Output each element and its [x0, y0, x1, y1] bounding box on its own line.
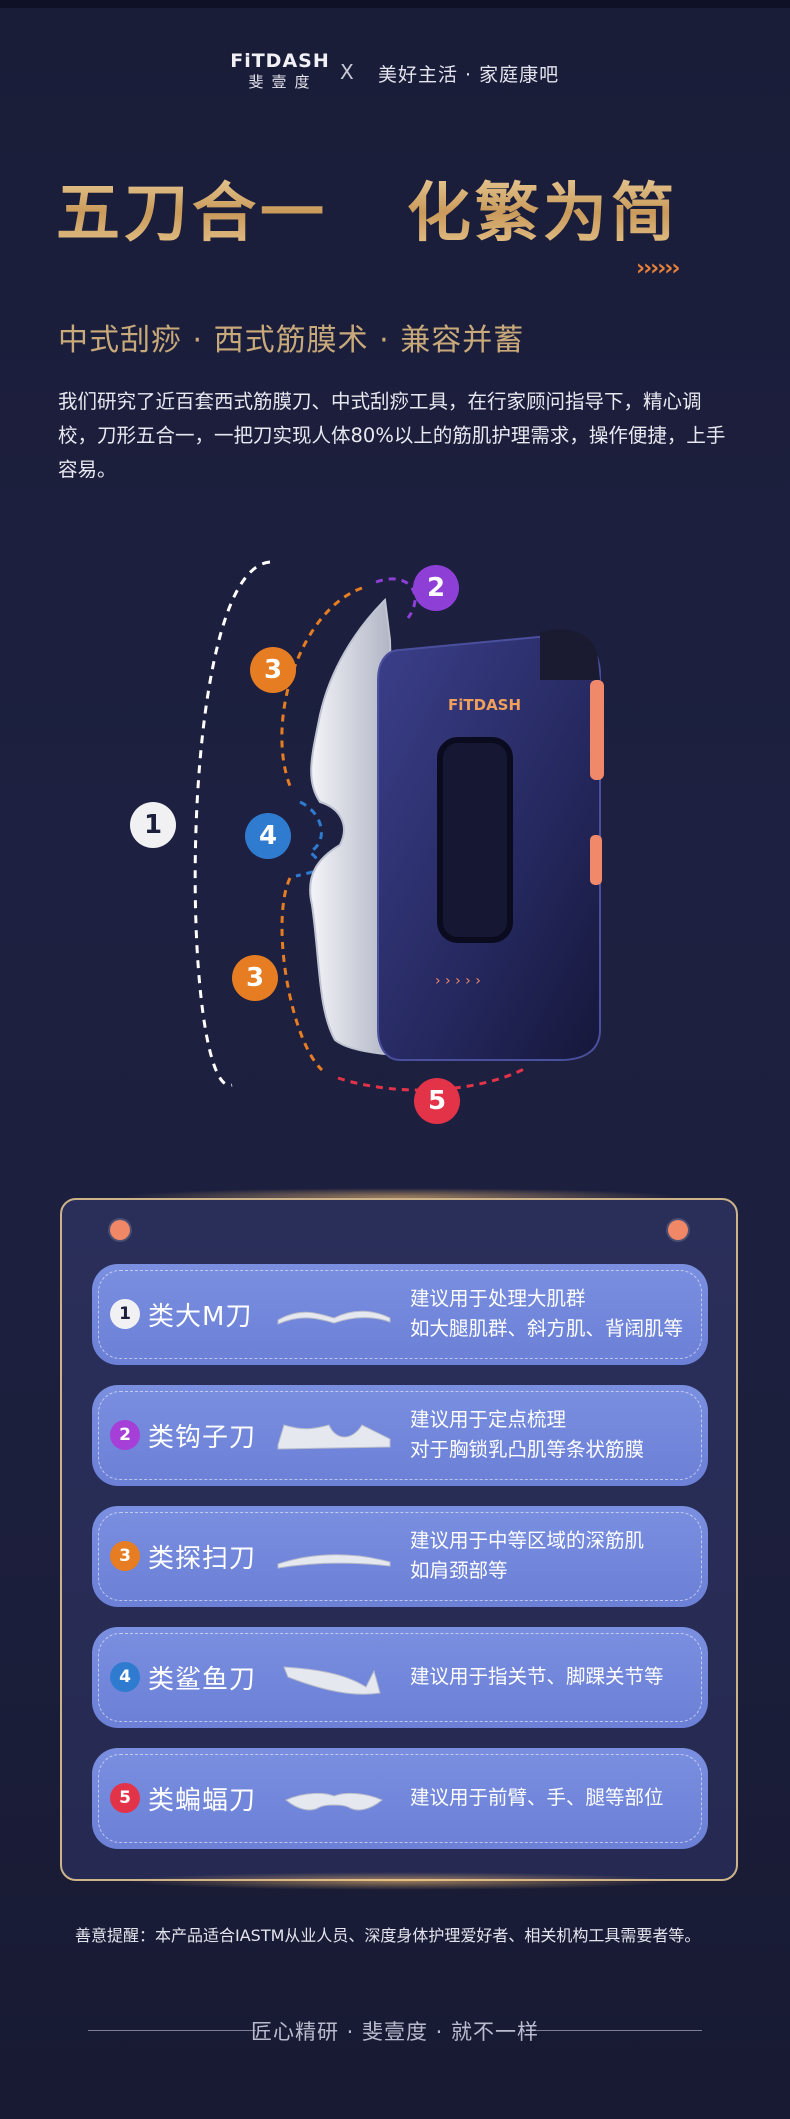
blade-panel: 1 类大M刀 建议用于处理大肌群如大腿肌群、斜方肌、背阔肌等 2 类钩子刀 建议… [60, 1198, 738, 1881]
blade-card-1: 1 类大M刀 建议用于处理大肌群如大腿肌群、斜方肌、背阔肌等 [92, 1264, 708, 1365]
badge-2: 2 [413, 565, 459, 611]
badge-3-bottom: 3 [232, 955, 278, 1001]
panel-pin-left [110, 1220, 130, 1240]
badge-3-top: 3 [250, 647, 296, 693]
blade-number: 5 [110, 1783, 140, 1813]
bat-blade-icon [285, 1792, 383, 1811]
shark-blade-icon [283, 1666, 381, 1695]
device-cap [540, 629, 600, 680]
blade-desc: 建议用于指关节、脚踝关节等 [410, 1665, 664, 1688]
blade-name: 类探扫刀 [148, 1544, 257, 1574]
blade-name: 类蝙蝠刀 [148, 1786, 257, 1816]
blade-card-3: 3 类探扫刀 建议用于中等区域的深筋肌如肩颈部等 [92, 1506, 708, 1607]
footer-rule-left [88, 2030, 256, 2031]
product-diagram: FiTDASH › › › › › 1 2 3 4 3 5 [0, 540, 790, 1140]
sweep-blade-icon [277, 1554, 391, 1569]
device-lights: › › › › › [435, 973, 481, 989]
footer-slogan: 匠心精研 · 斐壹度 · 就不一样 [250, 2020, 540, 2044]
page-subtitle: 中式刮痧 · 西式筋膜术 · 兼容并蓄 [58, 323, 525, 358]
brand-separator: X [340, 60, 354, 84]
guide-line-4 [295, 800, 323, 878]
guide-line-3-bottom [280, 877, 324, 1072]
panel-glow-bottom [120, 1872, 680, 1890]
blade-card-4: 4 类鲨鱼刀 建议用于指关节、脚踝关节等 [92, 1627, 708, 1728]
device-logo: FiTDASH [448, 696, 521, 714]
blade-number: 4 [110, 1662, 140, 1692]
brand-name-en: FiTDASH [230, 50, 330, 72]
badge-5: 5 [414, 1078, 460, 1124]
m-blade-icon [277, 1310, 391, 1325]
guide-line-5 [337, 1066, 527, 1092]
blade-number: 3 [110, 1541, 140, 1571]
brand-logo: FiTDASH 斐壹度 [230, 50, 330, 92]
blade-desc: 建议用于定点梳理对于胸锁乳凸肌等条状筋膜 [410, 1408, 645, 1461]
blade-desc: 建议用于中等区域的深筋肌如肩颈部等 [410, 1529, 645, 1582]
blade-name: 类大M刀 [148, 1302, 253, 1332]
blade-desc: 建议用于前臂、手、腿等部位 [410, 1786, 664, 1809]
badge-4: 4 [245, 813, 291, 859]
orange-grip [590, 680, 604, 780]
chevron-arrows-icon: ›››››› [636, 256, 680, 281]
blade-desc: 建议用于处理大肌群如大腿肌群、斜方肌、背阔肌等 [410, 1287, 684, 1340]
badge-1: 1 [130, 802, 176, 848]
hook-blade-icon [277, 1424, 391, 1450]
orange-button [590, 835, 602, 885]
blade-number: 2 [110, 1420, 140, 1450]
device-illustration: FiTDASH › › › › › [193, 560, 604, 1092]
partner-name: 美好主活 · 家庭康吧 [378, 64, 560, 86]
brand-name-cn: 斐壹度 [248, 73, 318, 91]
guide-line-1 [193, 560, 271, 1087]
footer-rule-right [534, 2030, 702, 2031]
device-window [437, 737, 513, 943]
top-edge [0, 0, 790, 8]
intro-paragraph: 我们研究了近百套西式筋膜刀、中式刮痧工具，在行家顾问指导下，精心调校，刀形五合一… [58, 390, 726, 481]
blade-name: 类鲨鱼刀 [148, 1665, 257, 1695]
page-title: 五刀合一 化繁为简 [56, 162, 696, 254]
panel-pin-right [668, 1220, 688, 1240]
reminder-note: 善意提醒：本产品适合IASTM从业人员、深度身体护理爱好者、相关机构工具需要者等… [75, 1926, 701, 1945]
blade-number: 1 [110, 1299, 140, 1329]
brand-header: FiTDASH 斐壹度 X 美好主活 · 家庭康吧 [0, 46, 790, 96]
blade-name: 类钩子刀 [148, 1423, 257, 1453]
blade-card-2: 2 类钩子刀 建议用于定点梳理对于胸锁乳凸肌等条状筋膜 [92, 1385, 708, 1486]
blade-card-5: 5 类蝙蝠刀 建议用于前臂、手、腿等部位 [92, 1748, 708, 1849]
